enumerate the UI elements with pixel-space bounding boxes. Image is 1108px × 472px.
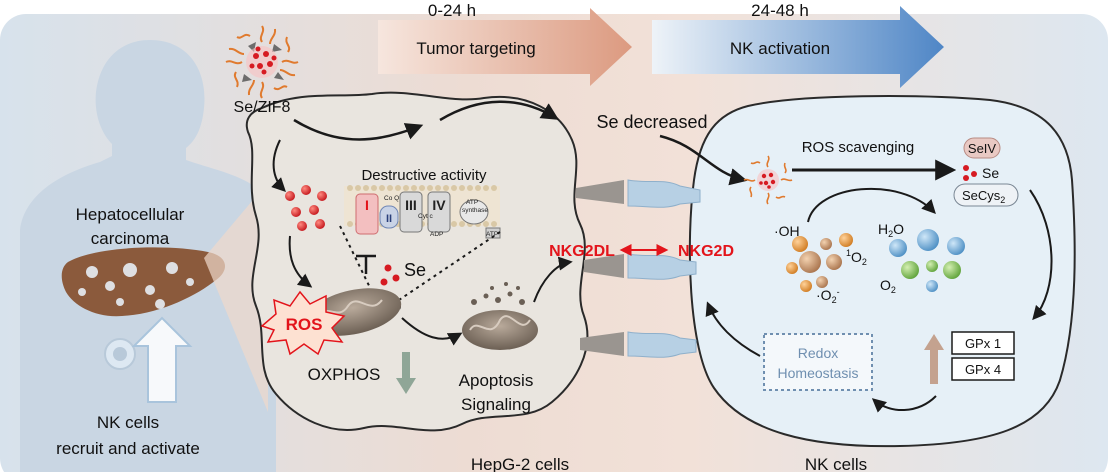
scavenge-curve-arrow [807,187,936,223]
complex-iv-label: IV [432,197,446,213]
damaged-mitochondrion [462,282,538,350]
singlet-oxygen-label: 1O2 [846,248,867,267]
complex-ii-label: II [386,213,392,225]
liver-tumor-spots [78,262,194,309]
superoxide-o: ·O [816,287,832,303]
oxphos-down-arrow [396,352,416,394]
oxphos-label: OXPHOS [308,365,381,384]
secys-subscript: 2 [1000,195,1005,205]
superoxide-sub: 2 [832,295,837,305]
organ-label-line2: carcinoma [91,229,170,248]
redox-label-line2: Homeostasis [778,365,859,381]
inhibition-symbol [356,254,376,274]
targeting-arrow [293,118,424,141]
singlet-sup: 1 [846,248,851,258]
secys-badge [953,183,1019,207]
liver [61,247,226,317]
entry-arrow [271,139,286,192]
phase2-label: NK activation [730,39,830,58]
se-decreased-arrow [659,134,748,186]
nk-cycle-bottom-arrow [871,395,937,413]
gpx-up-arrow [924,334,944,384]
mito-to-apoptosis-arrow [401,317,463,346]
redox-label-line1: Redox [798,345,838,361]
zoom-cone [204,182,268,412]
nanoparticle-icon [225,25,299,99]
nk-cycle-left-arrow [705,301,761,357]
water-sub: 2 [888,229,893,239]
atp-label: ATP [486,231,498,238]
redox-box [763,333,873,391]
apoptosis-label-line1: Apoptosis [459,371,534,390]
apoptosis-label-line2: Signaling [461,395,531,414]
phase1-label: Tumor targeting [416,39,535,58]
secys-label: SeCys2 [962,188,1005,205]
se-product-dots [963,165,977,181]
gpx4-box [951,357,1015,381]
tumor-cell-name: HepG-2 cells [471,455,569,472]
oxygen-o: O [880,277,891,293]
apoptosis-to-ligand-arrow [533,256,573,303]
singlet-sub: 2 [862,257,867,267]
oxygen-label: O2 [880,277,896,295]
adp-label: ADP [430,231,443,238]
etc-membrane [344,185,501,239]
complex-iii-label: III [405,197,417,213]
ros-burst [260,290,346,356]
cytc-label: Cyt c [418,213,434,220]
se-product-label: Se [982,165,999,181]
gpx4-label: GPx 4 [965,362,1001,377]
coq-label: Co Q [384,195,399,202]
gpx1-label: GPx 1 [965,336,1001,351]
se-particles-small [380,264,400,286]
water-label: H2O [878,221,904,239]
water-h: H [878,221,888,237]
seiv-label: SeIV [968,141,997,156]
gpx1-box [951,331,1015,355]
etc-complex-labels: I II III IV [365,197,446,225]
nk-recruit-line2: recruit and activate [56,439,200,458]
recruit-up-arrow [131,316,193,403]
nk-nanoparticle [743,155,793,205]
water-o: O [893,221,904,237]
nanoparticle-label: Se/ZIF8 [234,99,291,116]
ros-molecules [786,233,853,292]
nkg2dl-label: NKG2DL [549,243,615,260]
phase2-arrow [652,6,944,88]
superoxide-sup: - [837,287,840,297]
nkg2d-label: NKG2D [678,243,734,260]
atp-synthase-label-2: synthase [462,207,488,214]
nk-cycle-right-arrow [1029,189,1053,321]
complex-i-label: I [365,197,369,213]
destructive-activity-label: Destructive activity [361,167,487,184]
phase1-arrow [378,8,632,86]
etc-small-labels: Co Q Cyt c ADP ATP synthase ATP [384,195,498,238]
oxygen-sub: 2 [891,285,896,295]
organ-label-line1: Hepatocellular [76,205,185,224]
tumor-surface-ligands [576,180,624,356]
se-to-mito-arrow [288,235,313,288]
superoxide-label: ·O2- [816,287,840,305]
se-label: Se [404,260,426,280]
to-nk-arrow-top [439,100,559,122]
product-molecules [889,229,965,292]
nk-recruit-line1: NK cells [97,413,159,432]
se-particles [285,185,327,231]
atp-synthase-label-1: ATP [466,199,478,206]
phase2-time: 24-48 h [751,1,809,20]
nk-cell-icon-small [104,338,136,370]
ros-label: ROS [286,315,323,334]
seiv-badge [963,137,1001,159]
secys-text: SeCys [962,188,1001,203]
ros-scavenging-label: ROS scavenging [802,139,915,156]
nk-surface-receptors [627,179,701,358]
nk-cell-name: NK cells [805,455,867,472]
se-decreased-label: Se decreased [596,112,707,132]
singlet-o: O [851,249,862,265]
hydroxyl-label: ·OH [774,223,800,239]
phase1-time: 0-24 h [428,1,476,20]
